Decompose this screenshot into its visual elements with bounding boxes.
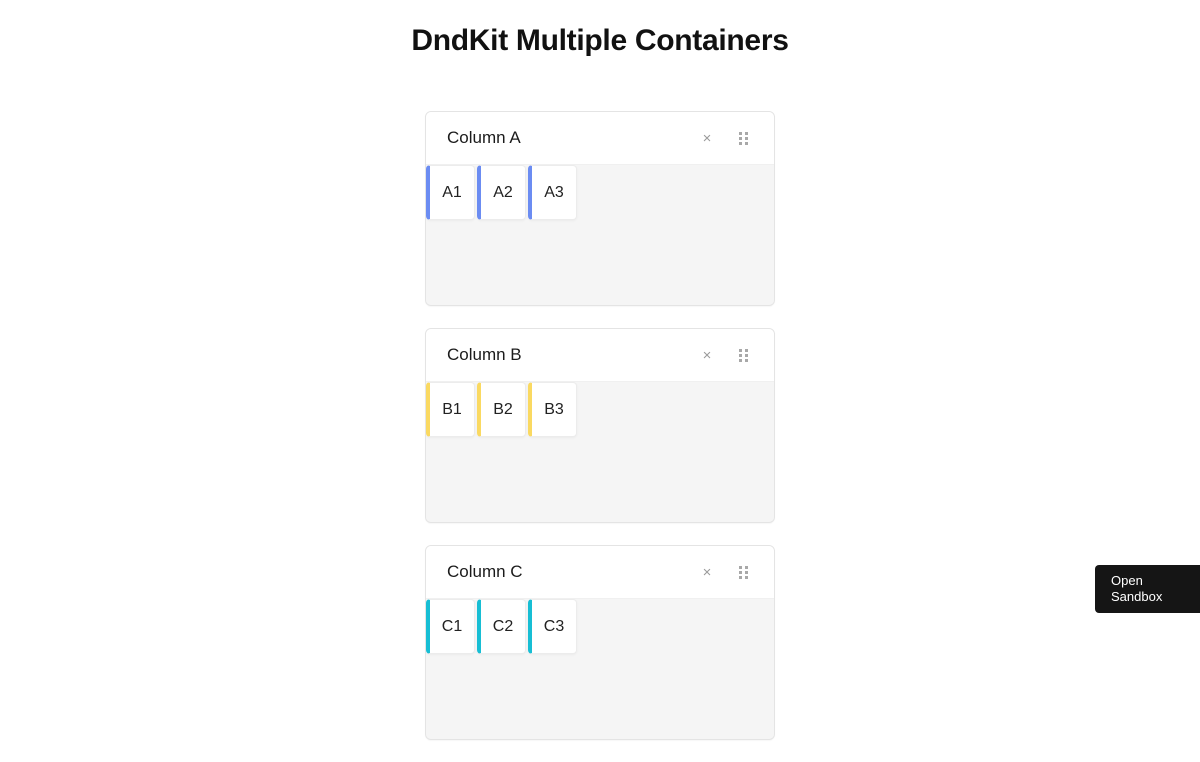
container-header: Column B ×: [426, 329, 774, 382]
container-title: Column C: [447, 562, 523, 581]
page-title: DndKit Multiple Containers: [411, 24, 789, 57]
draggable-item[interactable]: B1: [426, 382, 475, 437]
close-icon[interactable]: ×: [698, 129, 716, 147]
draggable-item[interactable]: A1: [426, 165, 475, 220]
container-title: Column B: [447, 345, 522, 364]
draggable-item[interactable]: A2: [477, 165, 526, 220]
drag-handle-icon[interactable]: [734, 346, 752, 364]
draggable-item[interactable]: B3: [528, 382, 577, 437]
draggable-item[interactable]: C2: [477, 599, 526, 654]
close-icon[interactable]: ×: [698, 346, 716, 364]
container-header: Column A ×: [426, 112, 774, 165]
container-title: Column A: [447, 128, 521, 147]
close-icon[interactable]: ×: [698, 563, 716, 581]
dot-grid: [738, 565, 748, 579]
draggable-item[interactable]: A3: [528, 165, 577, 220]
draggable-item[interactable]: C3: [528, 599, 577, 654]
dot-grid: [738, 348, 748, 362]
container-header-actions: ×: [698, 346, 752, 364]
dot-grid: [738, 131, 748, 145]
container-header-actions: ×: [698, 563, 752, 581]
container-header: Column C ×: [426, 546, 774, 599]
draggable-item[interactable]: B2: [477, 382, 526, 437]
draggable-item[interactable]: C1: [426, 599, 475, 654]
drag-handle-icon[interactable]: [734, 563, 752, 581]
drag-handle-icon[interactable]: [734, 129, 752, 147]
container-header-actions: ×: [698, 129, 752, 147]
open-sandbox-button[interactable]: Open Sandbox: [1095, 565, 1200, 613]
